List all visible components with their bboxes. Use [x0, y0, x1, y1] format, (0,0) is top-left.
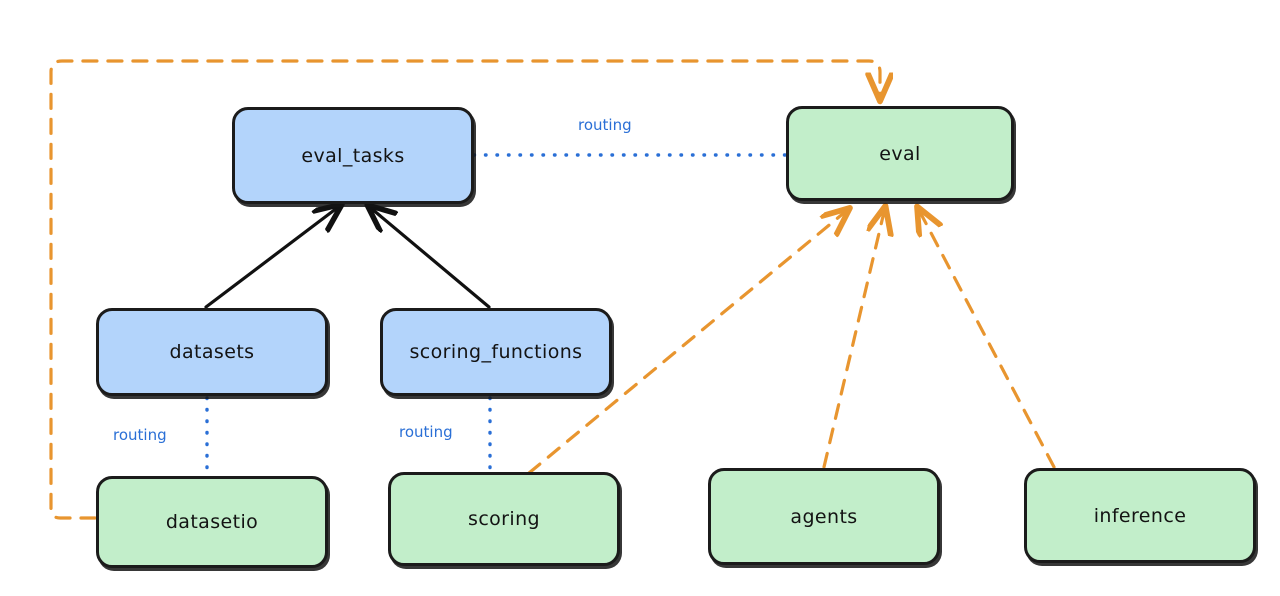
node-label-scoring_functions: scoring_functions [409, 341, 583, 363]
node-label-eval_tasks: eval_tasks [301, 144, 405, 167]
node-label-datasetio: datasetio [165, 511, 259, 533]
edge-agents-eval [822, 212, 884, 469]
edge-label-routing-eval_tasks-eval: routing [578, 116, 632, 134]
node-datasets[interactable]: datasets [96, 308, 328, 396]
edge-inference-eval [920, 212, 1056, 469]
node-agents[interactable]: agents [708, 468, 940, 565]
node-scoring[interactable]: scoring [388, 472, 620, 566]
node-eval_tasks[interactable]: eval_tasks [232, 107, 474, 204]
node-inference[interactable]: inference [1024, 468, 1256, 563]
node-label-agents: agents [790, 505, 858, 528]
edge-scoring_functions-eval_tasks [372, 209, 491, 309]
node-label-inference: inference [1093, 504, 1187, 527]
node-label-scoring: scoring [468, 508, 540, 530]
node-scoring_functions[interactable]: scoring_functions [380, 308, 612, 396]
node-label-eval: eval [879, 142, 921, 165]
edge-label-routing-scoring_functions-scoring: routing [399, 423, 453, 441]
edge-datasets-eval_tasks [204, 208, 337, 309]
node-label-datasets: datasets [169, 341, 255, 363]
edge-label-routing-datasets-datasetio: routing [113, 426, 167, 444]
node-eval[interactable]: eval [786, 106, 1014, 201]
node-datasetio[interactable]: datasetio [96, 476, 328, 568]
edge-scoring-eval [527, 212, 845, 475]
